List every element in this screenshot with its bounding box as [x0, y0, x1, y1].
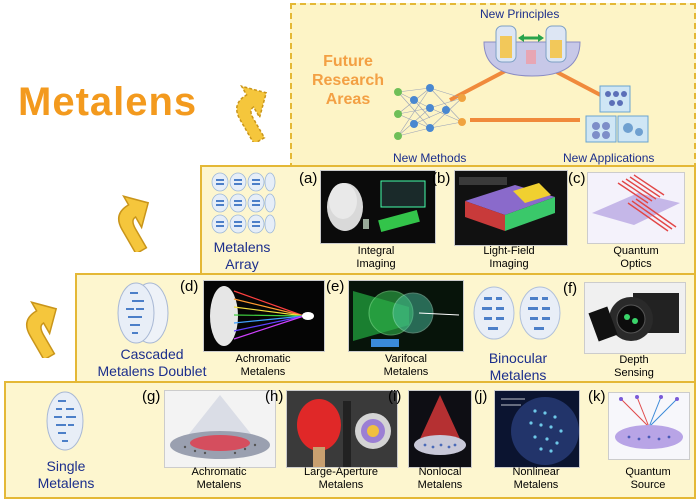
varifocal-caption: Varifocal Metalens — [366, 353, 446, 379]
caption-line: Depth — [619, 354, 649, 366]
caption-line: Metalens — [513, 479, 559, 491]
nonlinear-caption: Nonlinear Metalens — [496, 466, 576, 492]
integral-imaging-image — [320, 170, 436, 244]
new-principles-label: New Principles — [480, 7, 560, 21]
category-line: Metalens — [213, 239, 271, 255]
quantum-source-image — [608, 392, 690, 460]
caption-line: Integral — [357, 245, 395, 257]
panel-letter-f: (f) — [563, 280, 578, 297]
single-metalens-label: Single Metalens — [28, 458, 104, 492]
achromatic-doublet-caption: Achromatic Metalens — [220, 353, 306, 379]
panel-letter-k: (k) — [588, 388, 606, 405]
panel-letter-c: (c) — [568, 170, 586, 187]
caption-line: Metalens — [383, 366, 429, 378]
nonlocal-caption: Nonlocal Metalens — [400, 466, 480, 492]
cascaded-doublet-label: Cascaded Metalens Doublet — [96, 346, 208, 380]
category-line: Array — [225, 256, 259, 272]
quantum-optics-caption: Quantum Optics — [600, 245, 672, 271]
category-line: Metalens — [37, 475, 95, 491]
caption-line: Varifocal — [385, 353, 427, 365]
neural-network-icon — [394, 84, 466, 140]
new-methods-label: New Methods — [393, 151, 467, 165]
large-aperture-caption: Large-Aperture Metalens — [286, 466, 396, 492]
caption-line: Quantum — [613, 245, 659, 257]
caption-line: Metalens — [240, 366, 286, 378]
caption-line: Source — [630, 479, 666, 491]
category-line: Single — [46, 458, 86, 474]
caption-line: Imaging — [489, 258, 529, 270]
caption-line: Light-Field — [483, 245, 535, 257]
up-arrow-icon — [117, 195, 150, 252]
panel-letter-h: (h) — [265, 388, 284, 405]
panel-letter-b: (b) — [432, 170, 451, 187]
binocular-metalens-label: Binocular Metalens — [475, 350, 561, 384]
quantum-optics-image — [587, 172, 685, 244]
nonlocal-image — [408, 390, 472, 468]
single-metalens-icon — [46, 391, 84, 451]
nonlinear-image — [494, 390, 580, 468]
caption-line: Nonlinear — [512, 466, 560, 478]
caption-line: Metalens — [196, 479, 242, 491]
caption-line: Optics — [620, 258, 652, 270]
binocular-metalens-icon — [473, 286, 561, 340]
caption-line: Quantum — [625, 466, 671, 478]
metalens-array-icon — [211, 172, 276, 234]
quantum-source-caption: Quantum Source — [610, 466, 686, 492]
varifocal-image — [348, 280, 464, 352]
panel-letter-d: (d) — [180, 278, 199, 295]
caption-line: Achromatic — [235, 353, 291, 365]
large-aperture-image — [286, 390, 398, 468]
achromatic-doublet-image — [203, 280, 325, 352]
light-field-caption: Light-Field Imaging — [464, 245, 554, 271]
future-line: Areas — [325, 91, 371, 108]
category-line: Binocular — [488, 350, 548, 366]
caption-line: Nonlocal — [418, 466, 462, 478]
cascaded-doublet-icon — [117, 282, 169, 344]
panel-letter-e: (e) — [326, 278, 345, 295]
future-line: Future — [323, 53, 373, 70]
principles-icon — [483, 25, 581, 77]
main-title: Metalens — [18, 80, 198, 124]
panel-letter-i: (i) — [388, 388, 402, 405]
future-line: Research — [311, 72, 385, 89]
panel-letter-g: (g) — [142, 388, 161, 405]
achromatic-single-caption: Achromatic Metalens — [176, 466, 262, 492]
caption-line: Sensing — [614, 367, 654, 379]
caption-line: Large-Aperture — [304, 466, 378, 478]
category-line: Cascaded — [120, 346, 184, 362]
caption-line: Metalens — [318, 479, 364, 491]
applications-icon — [585, 85, 649, 143]
panel-letter-a: (a) — [299, 170, 318, 187]
integral-imaging-caption: Integral Imaging — [336, 245, 416, 271]
category-line: Metalens — [489, 367, 547, 383]
achromatic-single-image — [164, 390, 276, 468]
panel-letter-j: (j) — [474, 388, 488, 405]
depth-sensing-caption: Depth Sensing — [598, 354, 670, 380]
caption-line: Metalens — [417, 479, 463, 491]
up-arrow-icon — [235, 85, 268, 142]
category-line: Metalens Doublet — [97, 363, 207, 379]
future-research-label: Future Research Areas — [306, 52, 390, 109]
metalens-array-label: Metalens Array — [206, 239, 278, 273]
up-arrow-icon — [25, 301, 58, 358]
light-field-image — [454, 170, 568, 246]
caption-line: Achromatic — [191, 466, 247, 478]
caption-line: Imaging — [356, 258, 396, 270]
depth-sensing-image — [584, 282, 686, 354]
new-applications-label: New Applications — [563, 151, 655, 165]
